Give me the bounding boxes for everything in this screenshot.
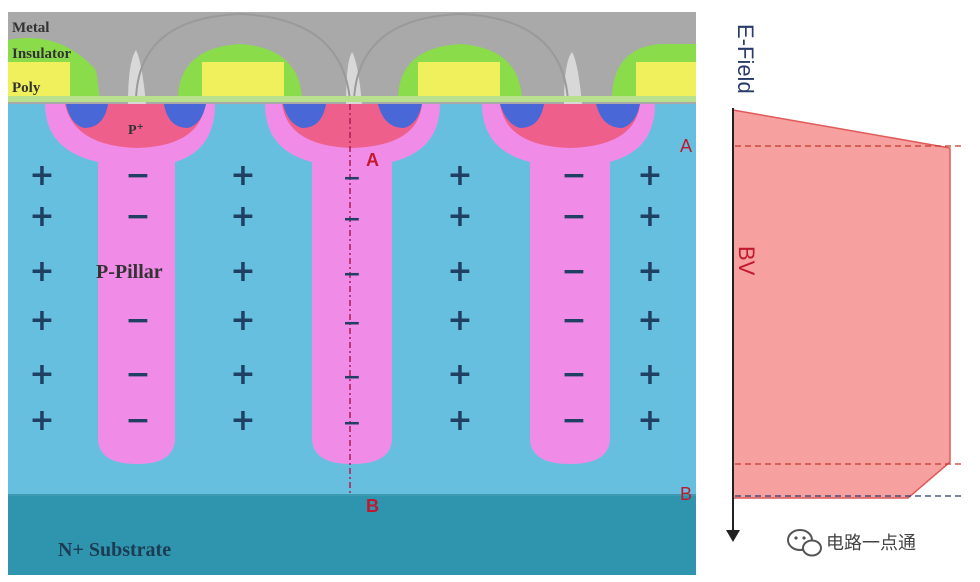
plus-charge: +: [447, 303, 472, 338]
plus-charge: +: [637, 254, 662, 289]
n-source-3b: [596, 104, 640, 128]
minus-charge: −: [561, 303, 586, 338]
plus-charge: +: [230, 357, 255, 392]
plus-charge: +: [29, 254, 54, 289]
n-substrate-region: [8, 495, 696, 575]
minus-charge: −: [343, 262, 361, 287]
p-pillar-1: [45, 104, 215, 464]
metal-label: Metal: [12, 20, 49, 36]
minus-charge: −: [343, 365, 361, 390]
n-source-1a: [66, 104, 108, 128]
plus-charge: +: [230, 254, 255, 289]
e-field-profile: E-Field BV: [726, 24, 964, 542]
poly-gate-4: [636, 62, 696, 96]
minus-charge: −: [125, 303, 150, 338]
poly-gate-1: [8, 62, 70, 96]
p-plus-label: P⁺: [128, 123, 144, 138]
plus-charge: +: [29, 303, 54, 338]
wechat-icon: [787, 529, 822, 557]
plus-charge: +: [29, 158, 54, 193]
plus-charge: +: [230, 199, 255, 234]
minus-charge: −: [343, 166, 361, 191]
plus-charge: +: [29, 199, 54, 234]
point-b-edge-label: B: [680, 484, 692, 504]
plus-charge: +: [637, 199, 662, 234]
plus-charge: +: [447, 199, 472, 234]
minus-charge: −: [561, 254, 586, 289]
metal-contact-gap-3: [564, 52, 582, 104]
plus-charge: +: [637, 403, 662, 438]
n-source-2b: [378, 104, 422, 128]
minus-charge: −: [343, 311, 361, 336]
plus-charge: +: [29, 357, 54, 392]
metal-contact-gap-2: [346, 52, 362, 104]
e-field-axis-label: E-Field: [733, 24, 758, 94]
plus-charge: +: [447, 403, 472, 438]
minus-charge: −: [125, 158, 150, 193]
plus-charge: +: [230, 303, 255, 338]
watermark-text: 电路一点通: [826, 533, 916, 553]
minus-charge: −: [561, 357, 586, 392]
minus-charge: −: [561, 403, 586, 438]
plus-charge: +: [637, 303, 662, 338]
charge-signs: + − + − + − + + − + − + − + + + − + − + + − + − + − + + − + − + − + + − + − + −…: [29, 158, 662, 438]
n-source-3a: [500, 104, 544, 128]
bv-label: BV: [734, 246, 759, 276]
watermark: 电路一点通: [787, 529, 916, 557]
poly-gate-3: [418, 62, 500, 96]
poly-label: Poly: [12, 80, 41, 96]
plus-charge: +: [637, 158, 662, 193]
plus-charge: +: [29, 403, 54, 438]
insulator-label: Insulator: [12, 46, 72, 62]
device-cross-section: Metal Insulator Poly P⁺ P-Pillar N+ Subs…: [8, 12, 696, 575]
plus-charge: +: [637, 357, 662, 392]
point-b-label: B: [366, 496, 379, 516]
plus-charge: +: [230, 403, 255, 438]
minus-charge: −: [125, 199, 150, 234]
point-a-label: A: [366, 150, 379, 170]
metal-dome-3: [353, 12, 569, 101]
metal-dome-2: [135, 12, 351, 101]
minus-charge: −: [561, 158, 586, 193]
e-field-area: [732, 109, 951, 499]
plus-charge: +: [230, 158, 255, 193]
minus-charge: −: [125, 403, 150, 438]
point-a-edge-label: A: [680, 136, 692, 156]
plus-charge: +: [447, 254, 472, 289]
p-pillar-2: [265, 104, 440, 464]
minus-charge: −: [125, 357, 150, 392]
plus-charge: +: [447, 158, 472, 193]
metal-contact-gap-1: [128, 50, 146, 104]
minus-charge: −: [343, 411, 361, 436]
n-substrate-label: N+ Substrate: [58, 539, 171, 561]
depth-axis-arrow: [726, 530, 740, 542]
p-pillar-3: [482, 104, 655, 464]
p-pillar-label: P-Pillar: [96, 261, 163, 283]
minus-charge: −: [343, 207, 361, 232]
gate-oxide: [8, 96, 696, 102]
minus-charge: −: [561, 199, 586, 234]
plus-charge: +: [447, 357, 472, 392]
poly-gate-2: [202, 62, 284, 96]
n-source-2a: [283, 104, 326, 128]
n-source-1b: [164, 104, 206, 128]
